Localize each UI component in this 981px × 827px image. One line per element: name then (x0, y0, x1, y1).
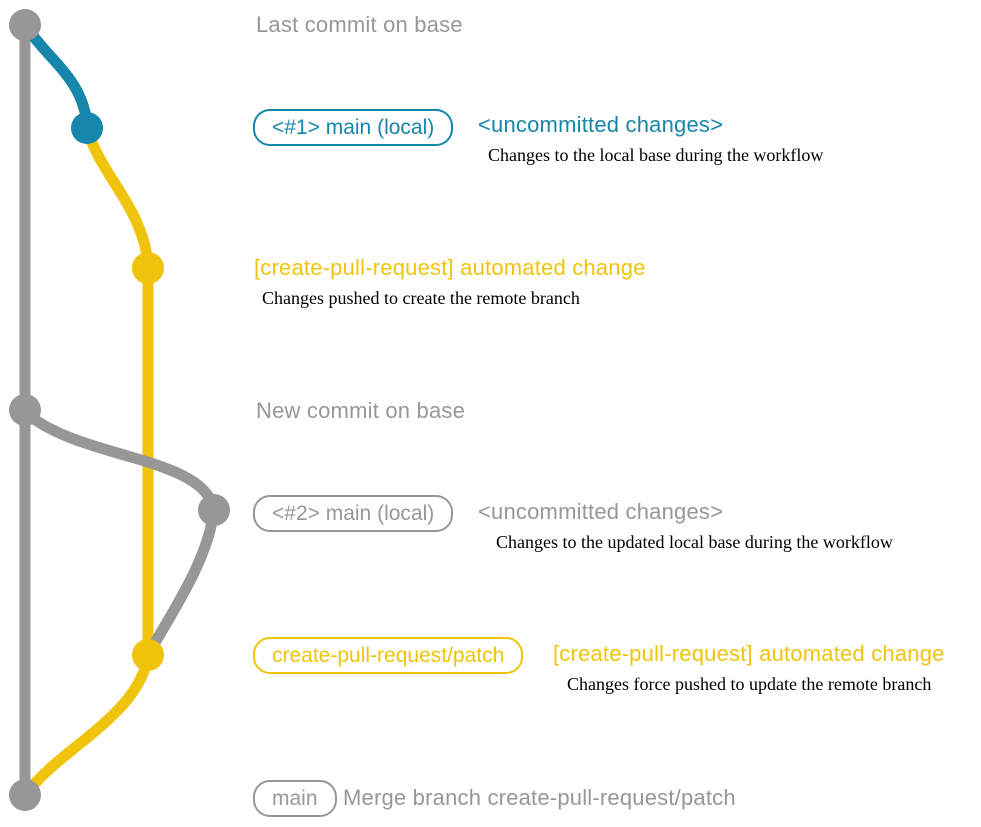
branch-label-main: main (253, 780, 337, 817)
branch-label-patch: create-pull-request/patch (253, 637, 524, 674)
branch-label-main-local-1: <#1> main (local) (253, 109, 454, 146)
last-commit-label: Last commit on base (256, 12, 463, 37)
local-main-branch-curve (19, 19, 93, 130)
commit-dot-automated-change-2 (132, 639, 164, 671)
commit-description-uncommitted-1: Changes to the local base during the wor… (488, 145, 824, 165)
commit-dot-last-commit-on-base (9, 9, 41, 41)
new-commit-label: New commit on base (256, 398, 466, 423)
commit-heading-automated-2: [create-pull-request] automated change (553, 641, 945, 666)
commit-description-automated-2: Changes force pushed to update the remot… (567, 674, 932, 694)
commit-dot-automated-change-1 (132, 252, 164, 284)
branch-label-main-local-2: <#2> main (local) (253, 495, 454, 532)
merge-commit-label: Merge branch create-pull-request/patch (343, 785, 736, 810)
commit-description-uncommitted-2: Changes to the updated local base during… (496, 532, 893, 552)
commit-dot-uncommitted-changes-1 (71, 112, 103, 144)
commit-dot-merge-commit (9, 779, 41, 811)
commit-dot-uncommitted-changes-2 (198, 494, 230, 526)
commit-heading-uncommitted-2: <uncommitted changes> (478, 499, 724, 524)
commit-dot-new-commit-on-base (9, 394, 41, 426)
updated-local-branch-curve-in (145, 504, 220, 656)
commit-heading-automated-1: [create-pull-request] automated change (254, 255, 646, 280)
commit-heading-uncommitted-1: <uncommitted changes> (478, 112, 724, 137)
updated-local-branch-curve-out (19, 406, 220, 514)
commit-description-automated-1: Changes pushed to create the remote bran… (262, 288, 580, 308)
